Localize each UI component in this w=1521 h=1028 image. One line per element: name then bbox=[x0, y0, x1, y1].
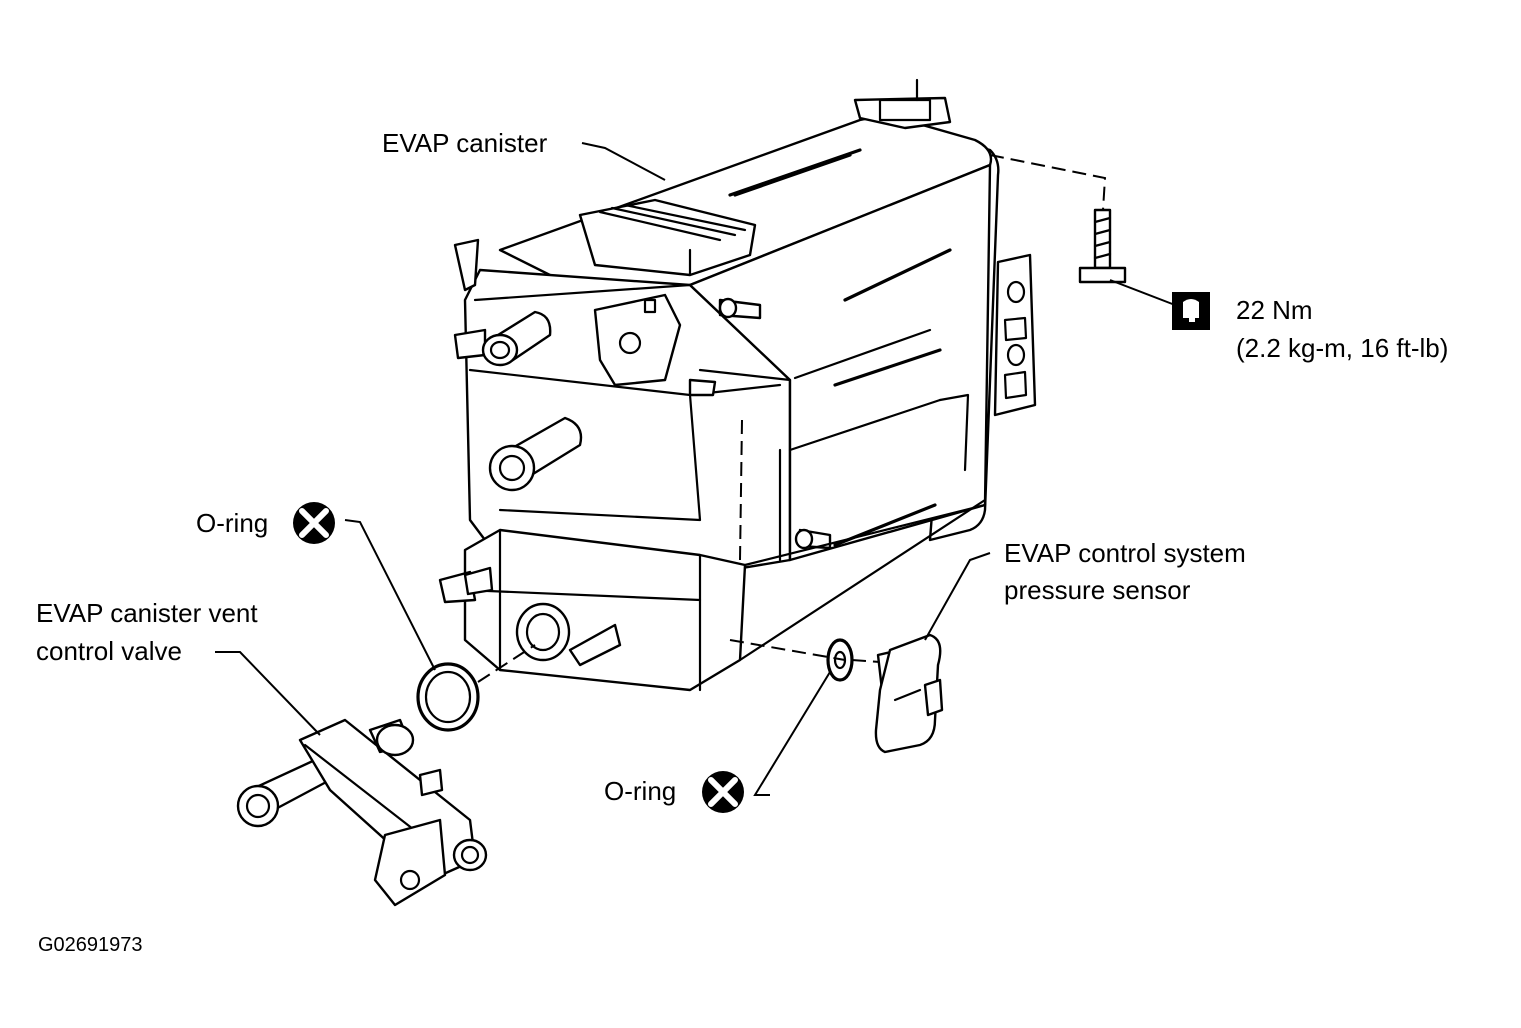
leader-evap-canister bbox=[581, 142, 666, 181]
o-ring-small bbox=[826, 638, 881, 682]
torque-wrench-icon bbox=[1172, 292, 1210, 330]
evap-canister bbox=[438, 78, 1000, 692]
mounting-bolt bbox=[989, 154, 1176, 306]
leader-vent-valve bbox=[215, 651, 321, 736]
canister-nozzle-upper bbox=[481, 310, 552, 367]
vent-control-valve bbox=[236, 718, 488, 907]
canister-nozzle-lower bbox=[488, 416, 583, 492]
pressure-sensor bbox=[874, 633, 944, 754]
label-vent-valve-line2: control valve bbox=[36, 636, 182, 666]
label-torque-value: 22 Nm bbox=[1236, 295, 1313, 325]
mounting-bracket bbox=[993, 253, 1037, 417]
label-evap-canister: EVAP canister bbox=[382, 128, 548, 158]
label-pressure-sensor-line2: pressure sensor bbox=[1004, 575, 1191, 605]
label-o-ring-upper: O-ring bbox=[196, 508, 268, 538]
o-ring-large bbox=[416, 644, 536, 732]
label-vent-valve-line1: EVAP canister vent bbox=[36, 598, 258, 628]
x-in-circle-icon bbox=[293, 502, 335, 544]
figure-id: G02691973 bbox=[38, 934, 143, 956]
label-pressure-sensor-line1: EVAP control system bbox=[1004, 538, 1246, 568]
leader-o-ring-upper bbox=[344, 519, 436, 671]
leader-o-ring-lower bbox=[753, 671, 831, 796]
label-torque-detail: (2.2 kg-m, 16 ft-lb) bbox=[1236, 333, 1448, 363]
leader-pressure-sensor bbox=[924, 552, 991, 641]
x-in-circle-icon bbox=[702, 771, 744, 813]
label-o-ring-lower: O-ring bbox=[604, 776, 676, 806]
